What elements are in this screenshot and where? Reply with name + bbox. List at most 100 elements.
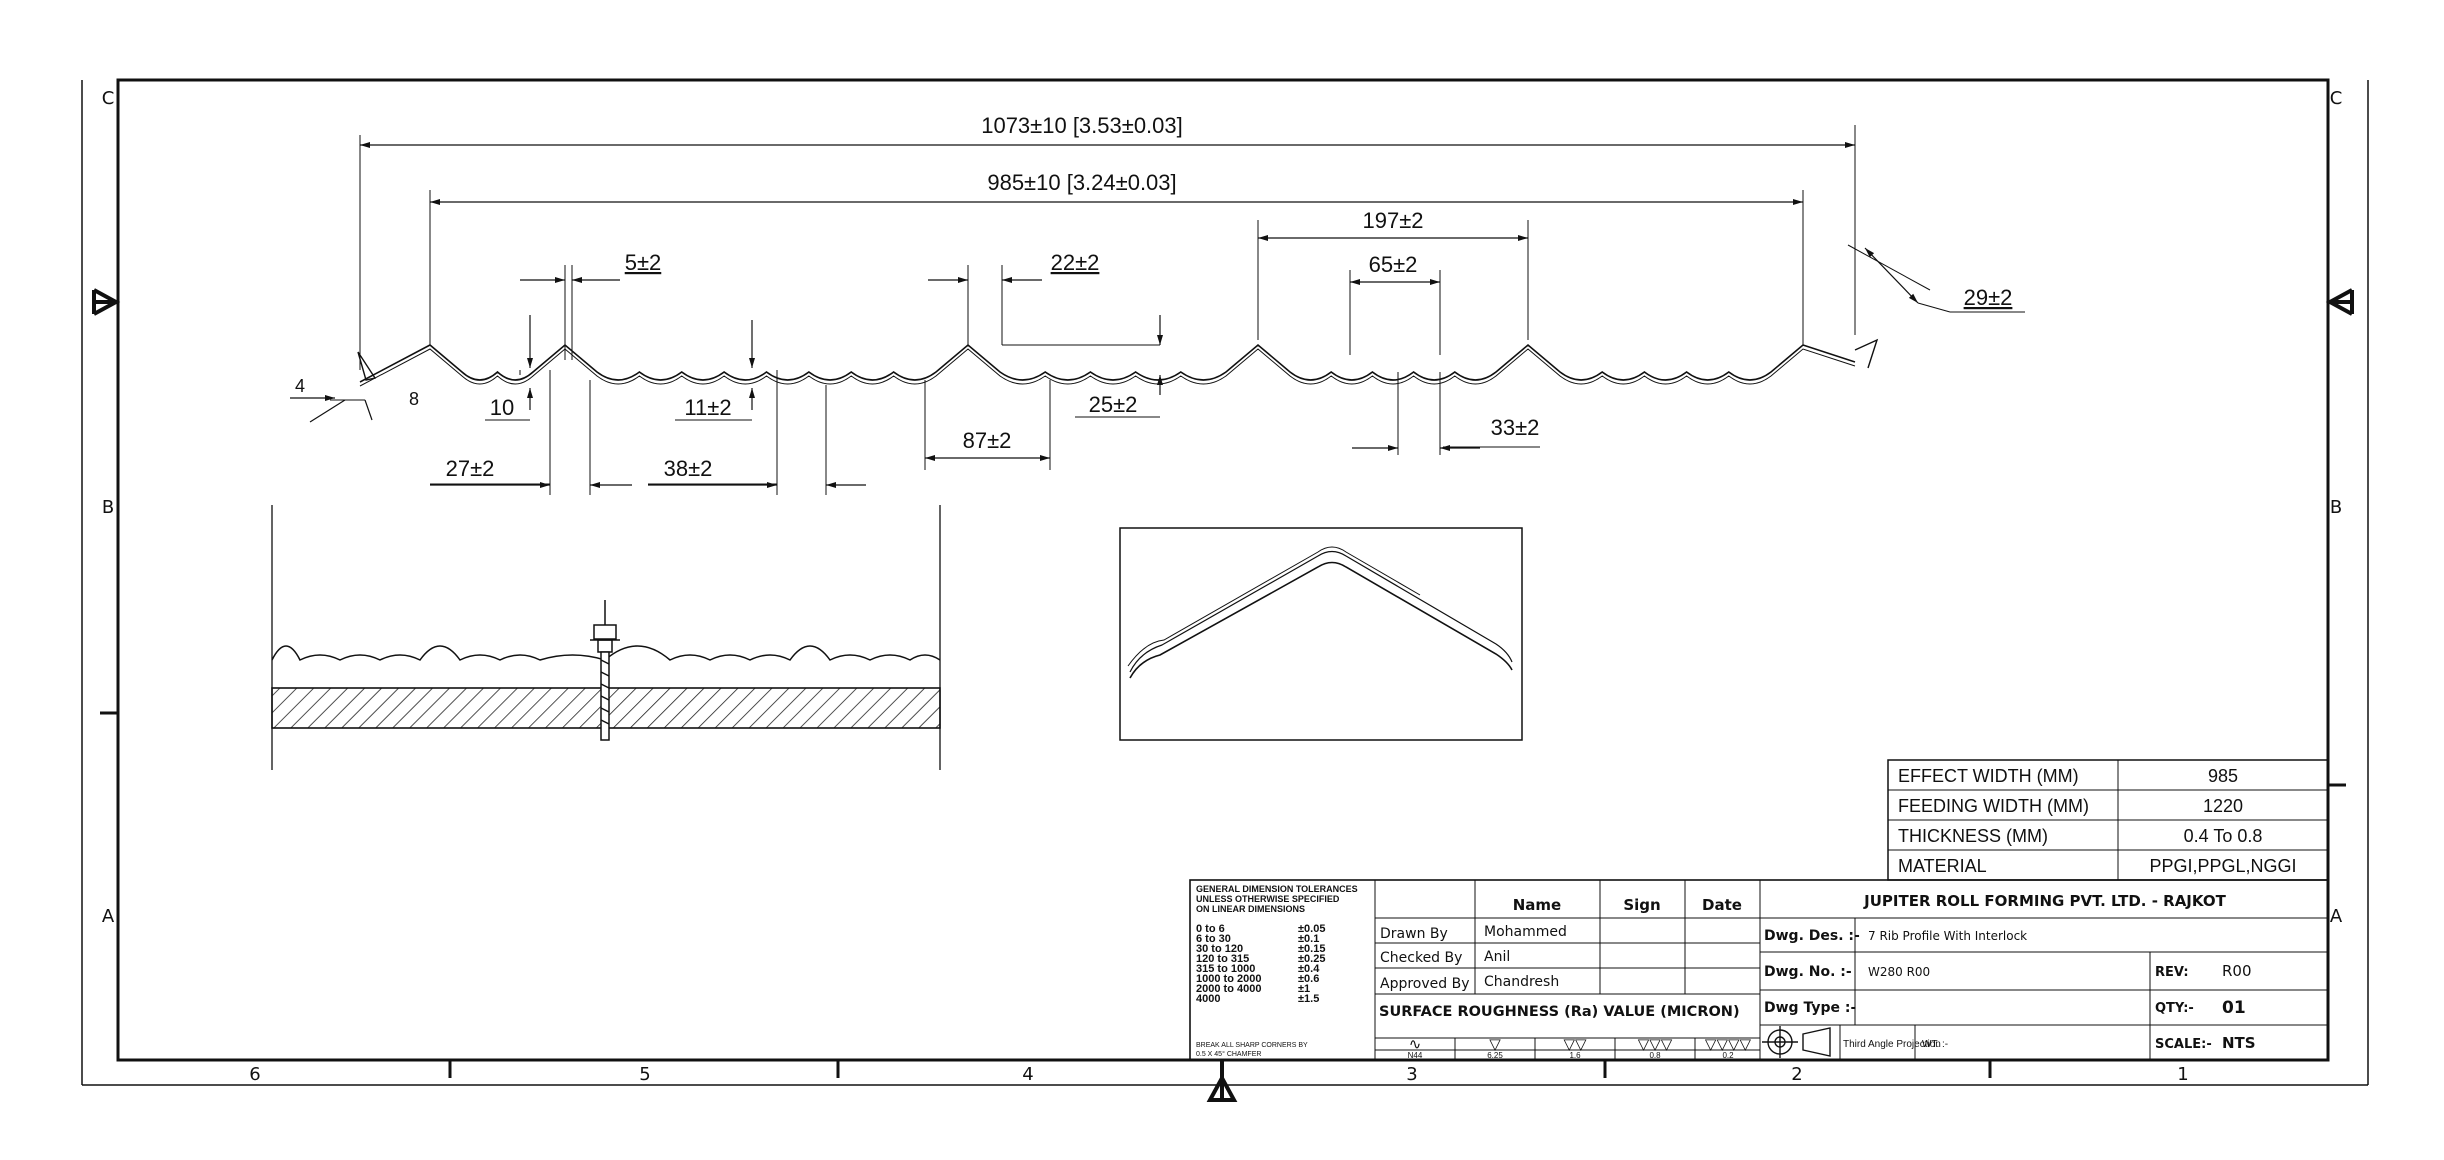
spec-label-material: MATERIAL	[1898, 856, 1987, 876]
dwg-des-label: Dwg. Des. :-	[1764, 928, 1860, 944]
projection-label: Third Angle Projection	[1843, 1039, 1941, 1050]
sig-role-drawn: Drawn By	[1380, 926, 1448, 942]
tol-heading-2: UNLESS OTHERWISE SPECIFIED	[1196, 894, 1340, 904]
spec-label-thickness: THICKNESS (MM)	[1898, 826, 2048, 846]
dim-5: 5±2	[625, 250, 662, 275]
tol-value-6: ±1	[1298, 983, 1310, 995]
dim-8: 8	[409, 389, 419, 409]
tol-range-4: 315 to 1000	[1196, 963, 1255, 975]
qty-value: 01	[2222, 998, 2246, 1018]
roughness-value-2: 1.6	[1569, 1051, 1581, 1060]
dim-underlines	[430, 416, 1540, 485]
zone-col-3: 3	[1406, 1064, 1417, 1085]
sig-header-sign: Sign	[1623, 896, 1660, 914]
screw-fastener	[590, 600, 620, 741]
zone-col-6: 6	[249, 1064, 260, 1085]
sig-name-drawn: Mohammed	[1484, 924, 1567, 940]
dwg-type-label: Dwg Type :-	[1764, 1000, 1856, 1016]
roughness-symbol-2: ▽▽	[1563, 1035, 1587, 1053]
tol-range-3: 120 to 315	[1196, 953, 1249, 965]
spec-table: EFFECT WIDTH (MM) FEEDING WIDTH (MM) THI…	[1887, 759, 2329, 881]
qty-label: QTY:-	[2155, 1001, 2194, 1016]
zone-col-2: 2	[1791, 1064, 1802, 1085]
tol-value-3: ±0.25	[1298, 953, 1325, 965]
roughness-value-1: 6.25	[1487, 1051, 1503, 1060]
rev-value: R00	[2222, 962, 2252, 980]
zone-row-a-right: A	[2330, 906, 2343, 927]
tol-value-0: ±0.05	[1298, 923, 1325, 935]
tol-range-0: 0 to 6	[1196, 923, 1225, 935]
dim-33: 33±2	[1491, 415, 1540, 440]
zone-labels: 6 5 4 3 2 1 C B A C B A	[102, 88, 2343, 1085]
spec-value-effect-width: 985	[2208, 766, 2238, 786]
tol-range-7: 4000	[1196, 993, 1220, 1005]
tol-range-1: 6 to 30	[1196, 933, 1231, 945]
dim-10: 10	[490, 395, 514, 420]
roughness-value-4: 0.2	[1722, 1051, 1734, 1060]
sig-role-checked: Checked By	[1380, 950, 1462, 966]
tol-footer-1: BREAK ALL SHARP CORNERS BY	[1196, 1042, 1308, 1049]
zone-row-c-right: C	[2330, 88, 2343, 109]
tol-heading-3: ON LINEAR DIMENSIONS	[1196, 904, 1305, 914]
dim-overall: 1073±10 [3.53±0.03]	[981, 113, 1183, 138]
extension-lines	[330, 125, 2025, 495]
dimension-lines	[290, 142, 1919, 488]
dim-29: 29±2	[1964, 285, 2013, 310]
sheet-profile	[357, 338, 1879, 387]
title-block: GENERAL DIMENSION TOLERANCES UNLESS OTHE…	[1189, 879, 2329, 1061]
roughness-value-0: N44	[1408, 1051, 1423, 1060]
spec-value-thickness: 0.4 To 0.8	[2184, 826, 2263, 846]
sig-header-date: Date	[1702, 896, 1742, 914]
spec-label-feeding-width: FEEDING WIDTH (MM)	[1898, 796, 2089, 816]
dim-65: 65±2	[1369, 252, 1418, 277]
sig-name-approved: Chandresh	[1484, 974, 1559, 990]
zone-col-1: 1	[2177, 1064, 2188, 1085]
roughness-value-3: 0.8	[1649, 1051, 1661, 1060]
tol-value-2: ±0.15	[1298, 943, 1325, 955]
dimension-texts: 1073±10 [3.53±0.03] 985±10 [3.24±0.03] 1…	[295, 113, 2012, 481]
dim-87: 87±2	[963, 428, 1012, 453]
tol-footer-2: 0.5 X 45° CHAMFER	[1196, 1050, 1261, 1058]
dwg-no-value: W280 R00	[1868, 965, 1930, 979]
scale-label: SCALE:-	[2155, 1037, 2212, 1052]
sig-role-approved: Approved By	[1380, 976, 1470, 992]
rev-label: REV:	[2155, 965, 2189, 980]
rib-detail	[1119, 527, 1523, 741]
tol-range-2: 30 to 120	[1196, 943, 1243, 955]
zone-row-b-right: B	[2330, 497, 2342, 518]
company-name: JUPITER ROLL FORMING PVT. LTD. - RAJKOT	[1863, 892, 2226, 910]
centering-marks	[92, 288, 2354, 1102]
spec-label-effect-width: EFFECT WIDTH (MM)	[1898, 766, 2079, 786]
tol-range-5: 1000 to 2000	[1196, 973, 1261, 985]
tol-value-1: ±0.1	[1298, 933, 1319, 945]
dwg-no-label: Dwg. No. :-	[1764, 964, 1852, 980]
dim-effective: 985±10 [3.24±0.03]	[987, 170, 1176, 195]
dim-38: 38±2	[664, 456, 713, 481]
dim-197: 197±2	[1362, 208, 1423, 233]
zone-ticks	[100, 711, 2346, 1078]
tol-heading-1: GENERAL DIMENSION TOLERANCES	[1196, 884, 1358, 894]
assembly-detail	[271, 505, 941, 770]
roughness-symbol-1: ▽	[1489, 1035, 1501, 1053]
spec-value-material: PPGI,PPGL,NGGI	[2149, 856, 2296, 876]
dwg-des-value: 7 Rib Profile With Interlock	[1868, 929, 2027, 943]
zone-row-b-left: B	[102, 497, 114, 518]
zone-row-c-left: C	[102, 88, 115, 109]
roughness-title: SURFACE ROUGHNESS (Ra) VALUE (MICRON)	[1379, 1004, 1740, 1020]
sig-name-checked: Anil	[1484, 949, 1510, 965]
tol-value-7: ±1.5	[1298, 993, 1319, 1005]
sig-header-name: Name	[1513, 896, 1561, 914]
scale-value: NTS	[2222, 1034, 2256, 1052]
dim-22: 22±2	[1051, 250, 1100, 275]
spec-value-feeding-width: 1220	[2203, 796, 2243, 816]
zone-row-a-left: A	[102, 906, 115, 927]
zone-col-4: 4	[1022, 1064, 1033, 1085]
tol-range-6: 2000 to 4000	[1196, 983, 1261, 995]
dim-25: 25±2	[1089, 392, 1138, 417]
dim-27: 27±2	[446, 456, 495, 481]
roughness-symbol-0: ∿	[1409, 1035, 1422, 1053]
tol-value-5: ±0.6	[1298, 973, 1319, 985]
dim-4: 4	[295, 376, 305, 396]
dim-11: 11±2	[684, 395, 731, 420]
